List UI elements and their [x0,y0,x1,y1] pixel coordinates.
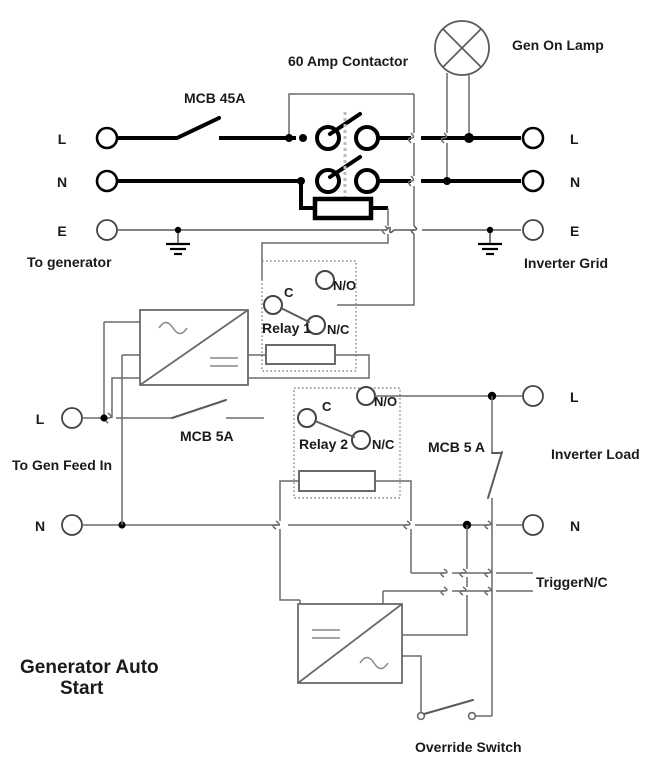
relay2-enclosure [293,387,401,499]
mcb-5a-right-blade[interactable] [487,451,503,499]
terminal-gen-n[interactable] [95,169,119,193]
label-gen-on-lamp: Gen On Lamp [512,37,604,53]
label-relay2-no: N/O [374,394,397,409]
relay1-coil-lead-right [111,354,370,418]
junction-dot [299,134,307,142]
contactor-pole-N [315,155,380,194]
relay2-coil-lead-left [279,480,299,521]
label-terminal-grid-n: N [570,174,580,190]
label-mcb-5a-right: MCB 5 A [428,439,485,455]
relay1-terminal-c[interactable] [263,295,283,315]
terminal-load-l[interactable] [522,385,544,407]
diagram-title-line1: Generator Auto [20,657,159,678]
line-trigger-to-inverter [402,595,468,636]
wire-hop [440,568,448,578]
label-mcb-5a-left: MCB 5A [180,428,234,444]
junction-dot [486,226,494,234]
relay2-terminal-c[interactable] [297,408,317,428]
junction-dot [100,414,108,422]
relay2-coil-lead-left-down [279,529,300,601]
inverter-dc-ac [297,603,403,684]
label-inverter-grid: Inverter Grid [524,255,608,271]
wire-hop [410,225,418,235]
relay1-terminal-no[interactable] [315,270,335,290]
label-terminal-load-l: L [570,389,579,405]
label-relay1-no: N/O [333,278,356,293]
label-inverter-load: Inverter Load [551,446,640,462]
relay2-terminal-no[interactable] [356,386,376,406]
relay1-terminal-nc[interactable] [306,315,326,335]
label-terminal-feed-n: N [35,518,45,534]
line-inverter-out-to-override [402,655,422,716]
contactor-aux-wire [288,93,414,138]
label-relay2-c: C [322,399,332,414]
ground-symbol-inverter-grid [478,230,502,256]
label-relay1-c: C [284,285,294,300]
relay2-contacts [297,386,376,450]
wire-hop [407,175,415,187]
label-to-gen-feed-in: To Gen Feed In [12,457,112,473]
label-relay2: Relay 2 [299,436,348,452]
label-mcb-45a: MCB 45A [184,90,245,106]
label-relay2-nc: N/C [372,437,395,452]
terminal-grid-n[interactable] [521,169,545,193]
label-relay1-nc: N/C [327,322,350,337]
mcb-5a-left-blade[interactable] [171,399,227,419]
gen-on-lamp [434,20,490,181]
diagram-title-line2: Start [60,678,104,699]
label-terminal-grid-l: L [570,131,579,147]
line-phase-generator [118,116,296,140]
label-override-switch: Override Switch [415,739,522,755]
terminal-gen-e[interactable] [96,219,118,241]
label-relay1: Relay 1 [262,320,311,336]
wire-hop [440,132,448,144]
terminal-feed-n[interactable] [61,514,83,536]
relay2-coil-lead-right [375,480,412,521]
relay2-terminal-nc[interactable] [351,430,371,450]
junction-dot [443,177,451,185]
contactor-coil [261,181,389,280]
label-terminal-load-n: N [570,518,580,534]
label-terminal-feed-l: L [36,411,45,427]
label-60-amp-contactor: 60 Amp Contactor [288,53,409,69]
wire-hop [459,568,467,578]
contactor-pole-L [315,112,380,151]
wire-hop [381,225,389,235]
relay1-contacts [263,270,335,335]
label-terminal-gen-n: N [57,174,67,190]
wire-hop [459,586,467,596]
label-trigger-nc: TriggerN/C [536,574,608,590]
wire-hop [484,586,492,596]
junction-dot [464,133,474,143]
terminal-grid-l[interactable] [521,126,545,150]
ground-symbol-generator [166,230,190,256]
relay1-enclosure [261,260,357,372]
wire-hop [484,520,492,530]
label-terminal-grid-e: E [570,223,579,239]
override-switch[interactable] [416,699,492,721]
terminal-load-n[interactable] [522,514,544,536]
terminal-feed-l[interactable] [61,407,83,429]
junction-dot [174,226,182,234]
junction-dot [285,134,293,142]
wire-hop [272,520,280,530]
control-line-to-relay1-nc [337,234,415,306]
label-to-generator: To generator [27,254,112,270]
wire-hop [484,568,492,578]
terminal-grid-e[interactable] [522,219,544,241]
label-terminal-gen-l: L [58,131,67,147]
wire-hop [385,226,395,234]
wire-hop [440,586,448,596]
relay1-coil [265,344,336,365]
relay2-coil [298,470,376,492]
label-terminal-gen-e: E [57,223,66,239]
terminal-gen-l[interactable] [95,126,119,150]
rectifier-ac-dc [139,309,249,386]
wire-hop [407,132,415,144]
